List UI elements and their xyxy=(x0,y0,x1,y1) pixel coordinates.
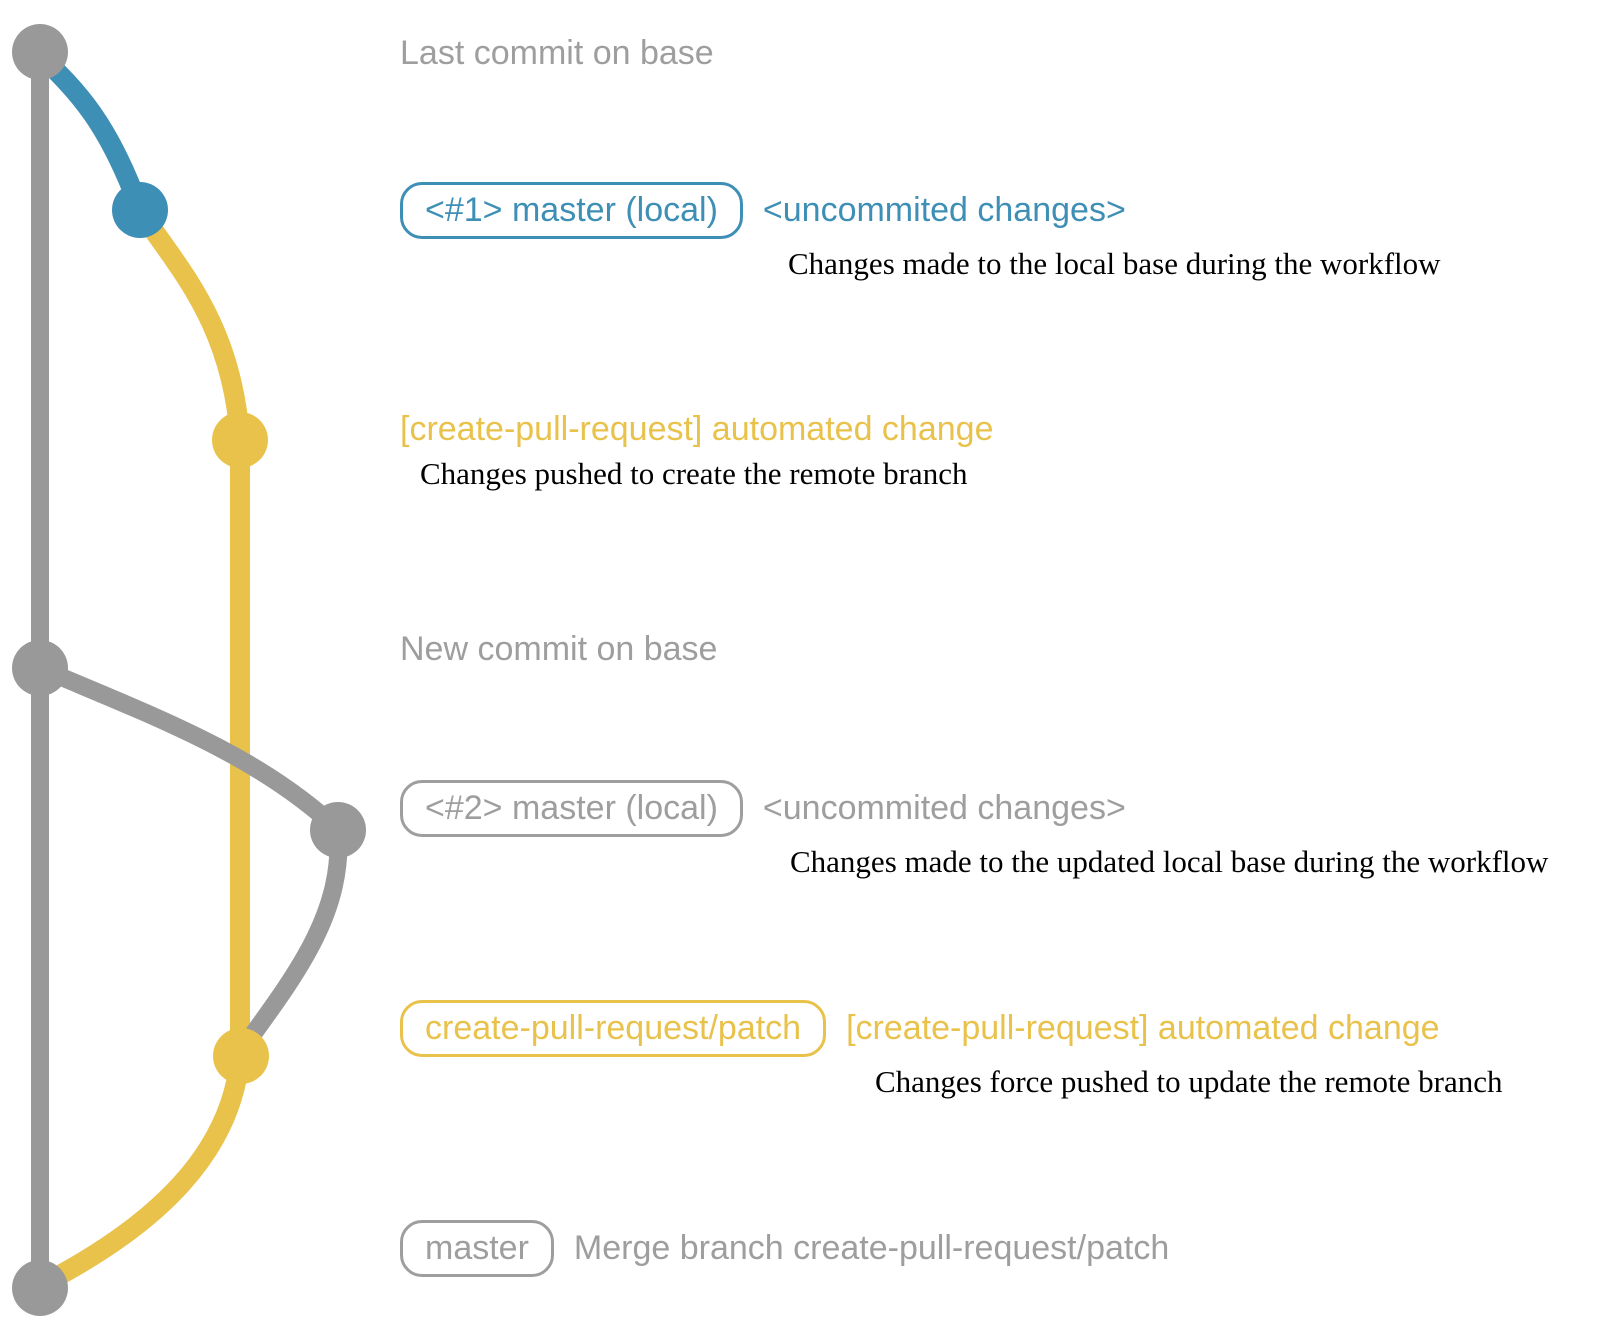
commit-dot-patch-1 xyxy=(212,412,268,468)
desc-force-pushed-to-update-remote: Changes force pushed to update the remot… xyxy=(875,1063,1503,1099)
badge-master: master xyxy=(400,1220,554,1277)
commit-dot-merge xyxy=(12,1260,68,1316)
title-uncommited-changes-2: <uncommited changes> xyxy=(762,788,1126,827)
title-uncommited-changes-1: <uncommited changes> xyxy=(762,190,1126,229)
desc-pushed-to-create-remote: Changes pushed to create the remote bran… xyxy=(420,456,968,491)
annotation-row-5: master Merge branch create-pull-request/… xyxy=(400,1220,1169,1277)
commit-dot-patch-2 xyxy=(213,1028,269,1084)
badge-master-local-1: <#1> master (local) xyxy=(400,182,743,239)
title-automated-change-2: [create-pull-request] automated change xyxy=(846,1008,1440,1047)
annotation-row-1: <#1> master (local) <uncommited changes>… xyxy=(400,182,1441,282)
git-graph xyxy=(12,24,366,1316)
desc-updated-local-base-changes: Changes made to the updated local base d… xyxy=(790,843,1549,879)
title-merge-branch: Merge branch create-pull-request/patch xyxy=(573,1228,1170,1267)
badge-master-local-2: <#2> master (local) xyxy=(400,780,743,837)
commit-dot-local-1 xyxy=(112,182,168,238)
commit-dot-new-base xyxy=(12,640,68,696)
note-new-commit-on-base: New commit on base xyxy=(400,630,718,668)
annotation-row-4: create-pull-request/patch [create-pull-r… xyxy=(400,1000,1503,1100)
commit-dot-local-2 xyxy=(310,802,366,858)
note-last-commit-on-base: Last commit on base xyxy=(400,34,714,72)
local-2-branch-line xyxy=(31,659,348,1057)
annotation-row-2: [create-pull-request] automated change C… xyxy=(400,410,993,492)
commit-dot-last-base xyxy=(12,24,68,80)
badge-create-pull-request-patch: create-pull-request/patch xyxy=(400,1000,827,1057)
title-automated-change-1: [create-pull-request] automated change xyxy=(400,410,994,448)
annotation-row-3: <#2> master (local) <uncommited changes>… xyxy=(400,780,1548,880)
desc-local-base-changes-1: Changes made to the local base during th… xyxy=(788,245,1441,281)
